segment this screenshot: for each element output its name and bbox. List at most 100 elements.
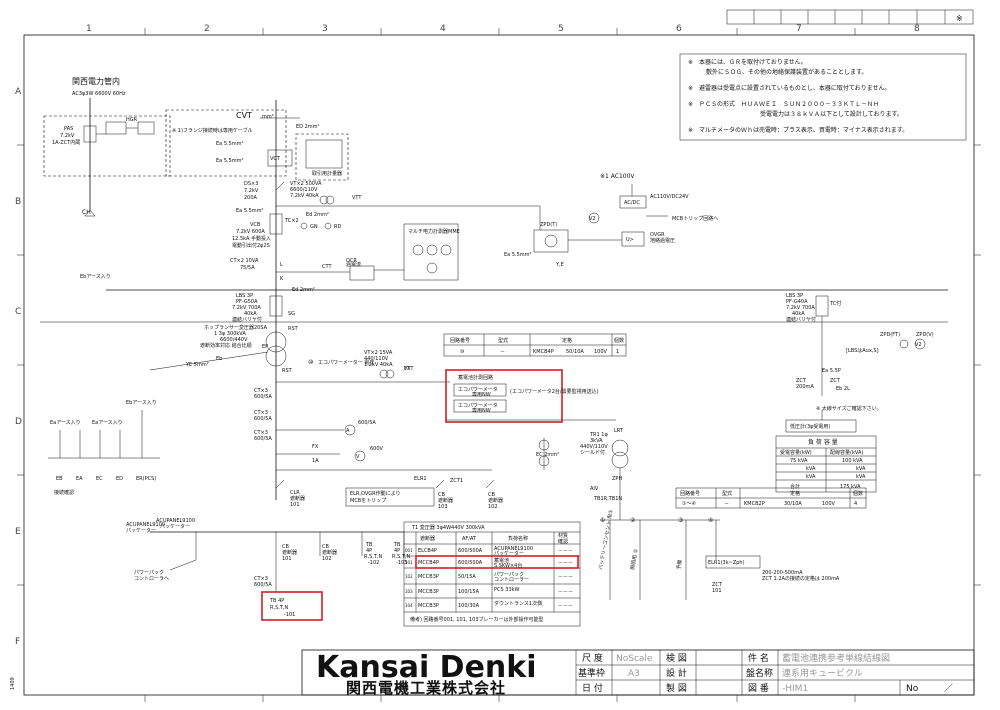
feeder-table-cell: 100/30A [458, 603, 480, 609]
svg-text:102: 102 [488, 504, 498, 510]
svg-text:低圧計(3φ受電用): 低圧計(3φ受電用) [790, 423, 830, 430]
svg-text:Eb 2L: Eb 2L [836, 386, 850, 392]
svg-text:75 kVA: 75 kVA [790, 458, 808, 464]
transformer1-primary [265, 331, 287, 353]
svg-text:50/10A: 50/10A [566, 349, 584, 355]
svg-text:600/5A: 600/5A [254, 394, 272, 400]
svg-text:エコパワーメータ: エコパワーメータ [458, 386, 498, 393]
svg-text:遮断器: 遮断器 [282, 549, 297, 556]
svg-text:600/5A: 600/5A [254, 582, 272, 588]
svg-text:K: K [280, 276, 284, 282]
svg-text:CTT: CTT [322, 264, 332, 270]
svg-text:CB: CB [488, 492, 495, 498]
incoming-dashed-box [43, 115, 171, 177]
column-label: 4 [440, 24, 446, 34]
row-label: D [15, 417, 22, 427]
feeder-table-cell: －－－ [558, 589, 573, 595]
svg-text:個数: 個数 [614, 337, 624, 344]
svg-text:7.2kV: 7.2kV [244, 188, 259, 194]
revision-boxes: ※ [726, 9, 974, 25]
column-label: 6 [676, 24, 682, 34]
svg-text:EC: EC [96, 476, 103, 482]
svg-text:⑩: ⑩ [460, 349, 465, 355]
svg-text:回路番号: 回路番号 [450, 337, 470, 344]
feeder-table-cell: PCS 33kW [494, 587, 520, 593]
svg-text:Ebアース入り: Ebアース入り [80, 274, 111, 280]
svg-text:12.5kA 手動投入: 12.5kA 手動投入 [232, 235, 271, 242]
svg-text:製 図: 製 図 [666, 682, 687, 694]
column-label: 8 [914, 24, 920, 34]
svg-text:Y,E: Y,E [555, 262, 564, 268]
svg-text:SG: SG [288, 311, 295, 317]
feeder-table-cell: パワーパック [494, 572, 524, 578]
svg-text:600/5A: 600/5A [254, 416, 272, 422]
column-label: 2 [204, 24, 210, 34]
svg-text:受電容量(kW): 受電容量(kW) [780, 449, 812, 456]
incoming-section: 関西電力管内 AC3φ3W 6600V 60Hz PAS 7.2kV 1A-ZC… [43, 76, 171, 217]
feeder-table-cell: 蓄電池 [494, 557, 509, 564]
svg-text:7.2kV 700A: 7.2kV 700A [232, 305, 261, 311]
feeder-table-cell: ACUPANEL9100 [494, 546, 533, 552]
svg-text:DS×3: DS×3 [244, 181, 258, 187]
transformer1-secondary [265, 345, 287, 367]
svg-text:PF-G50A: PF-G50A [236, 299, 258, 305]
ch-label: CH [82, 209, 91, 216]
svg-text:TB: TB [393, 542, 401, 548]
svg-text:CT×3: CT×3 [254, 388, 268, 394]
outlets: ① ② ③ ④ バッテリーコンセント 用① 照明用 ② 予備 ELR1(3k~Z… [598, 509, 840, 600]
svg-text:材質: 材質 [558, 532, 568, 539]
row-label: B [15, 197, 21, 207]
svg-text:尺 度: 尺 度 [582, 652, 603, 664]
svg-text:FX: FX [312, 444, 319, 450]
svg-text:件 名: 件 名 [748, 652, 769, 664]
svg-text:4P: 4P [394, 548, 400, 554]
svg-text:電動引出付2φ2S: 電動引出付2φ2S [232, 242, 270, 249]
svg-text:TR1 1φ: TR1 1φ [589, 432, 608, 438]
svg-text:mm²: mm² [262, 114, 274, 120]
svg-text:蓄電池連携参考単線結線図: 蓄電池連携参考単線結線図 [782, 652, 890, 664]
svg-text:基準枠: 基準枠 [578, 667, 605, 679]
frame-ticks [17, 28, 981, 702]
svg-text:遮断器: 遮断器 [438, 497, 453, 504]
svg-text:R,S,T,N: R,S,T,N [392, 554, 410, 560]
svg-text:VT×2 500VA: VT×2 500VA [290, 181, 322, 187]
vct-dashed [295, 133, 349, 181]
svg-text:ER(PCS): ER(PCS) [136, 476, 156, 482]
svg-text:-102: -102 [368, 560, 379, 566]
svg-text:kVA: kVA [806, 474, 816, 480]
metering-highlight [445, 369, 563, 423]
svg-text:CB: CB [322, 544, 329, 550]
svg-text:※1 AC100V: ※1 AC100V [600, 173, 635, 180]
load-table: 低圧計(3φ受電用) 負 荷 容 量 受電容量(kW) 配線容量(kVA) 75… [775, 410, 877, 493]
svg-text:7.2kV: 7.2kV [60, 133, 75, 139]
note-line: ※ ＰＣＳの形式 ＨＵＡＷＥＩ ＳＵＮ２０００－３３ＫＴＬ－ＮＨ [688, 100, 879, 108]
row-label: A [15, 87, 22, 97]
svg-text:連系用キュービクル: 連系用キュービクル [782, 667, 863, 679]
svg-text:1A-ZCT内蔵: 1A-ZCT内蔵 [52, 139, 80, 146]
svg-text:確認: 確認 [558, 538, 568, 545]
svg-text:負荷名称: 負荷名称 [508, 535, 528, 542]
svg-text:T1 変圧器 3φ4W440V 300kVA: T1 変圧器 3φ4W440V 300kVA [411, 524, 485, 531]
svg-text:EA: EA [76, 476, 83, 482]
svg-text:ZPD(T): ZPD(T) [540, 222, 557, 228]
feeder-row-number: 104 [405, 603, 413, 608]
svg-text:200A: 200A [244, 195, 258, 201]
svg-text:定格: 定格 [562, 337, 572, 344]
svg-text:101: 101 [282, 556, 292, 562]
svg-text:ACUPANEL9100: ACUPANEL9100 [126, 522, 165, 528]
svg-text:V2: V2 [915, 342, 922, 348]
feeder-row-number: 102 [405, 574, 413, 579]
svg-text:CT×3: CT×3 [254, 430, 268, 436]
svg-text:専用NW: 専用NW [472, 407, 491, 414]
svg-text:7.2kV 600A: 7.2kV 600A [236, 229, 265, 235]
svg-text:4P: 4P [366, 548, 372, 554]
svg-text:A: A [346, 428, 350, 434]
row-label: E [15, 527, 21, 537]
row-labels: A B C D E F [15, 87, 22, 647]
ac100-section: ※1 AC100V AC/DC AC110V/DC24V MCBトリップ回路へ … [400, 173, 718, 268]
svg-text:CT×2 10VA: CT×2 10VA [230, 258, 259, 264]
feeder-table-cell: ダウントランス1次側 [494, 600, 542, 607]
svg-text:(エコパワーメータ2台/需要監視用送込): (エコパワーメータ2台/需要監視用送込) [510, 388, 599, 395]
svg-text:※ 太線サイズご確認下さい。: ※ 太線サイズご確認下さい。 [816, 405, 882, 412]
lbs2-box [815, 295, 829, 317]
